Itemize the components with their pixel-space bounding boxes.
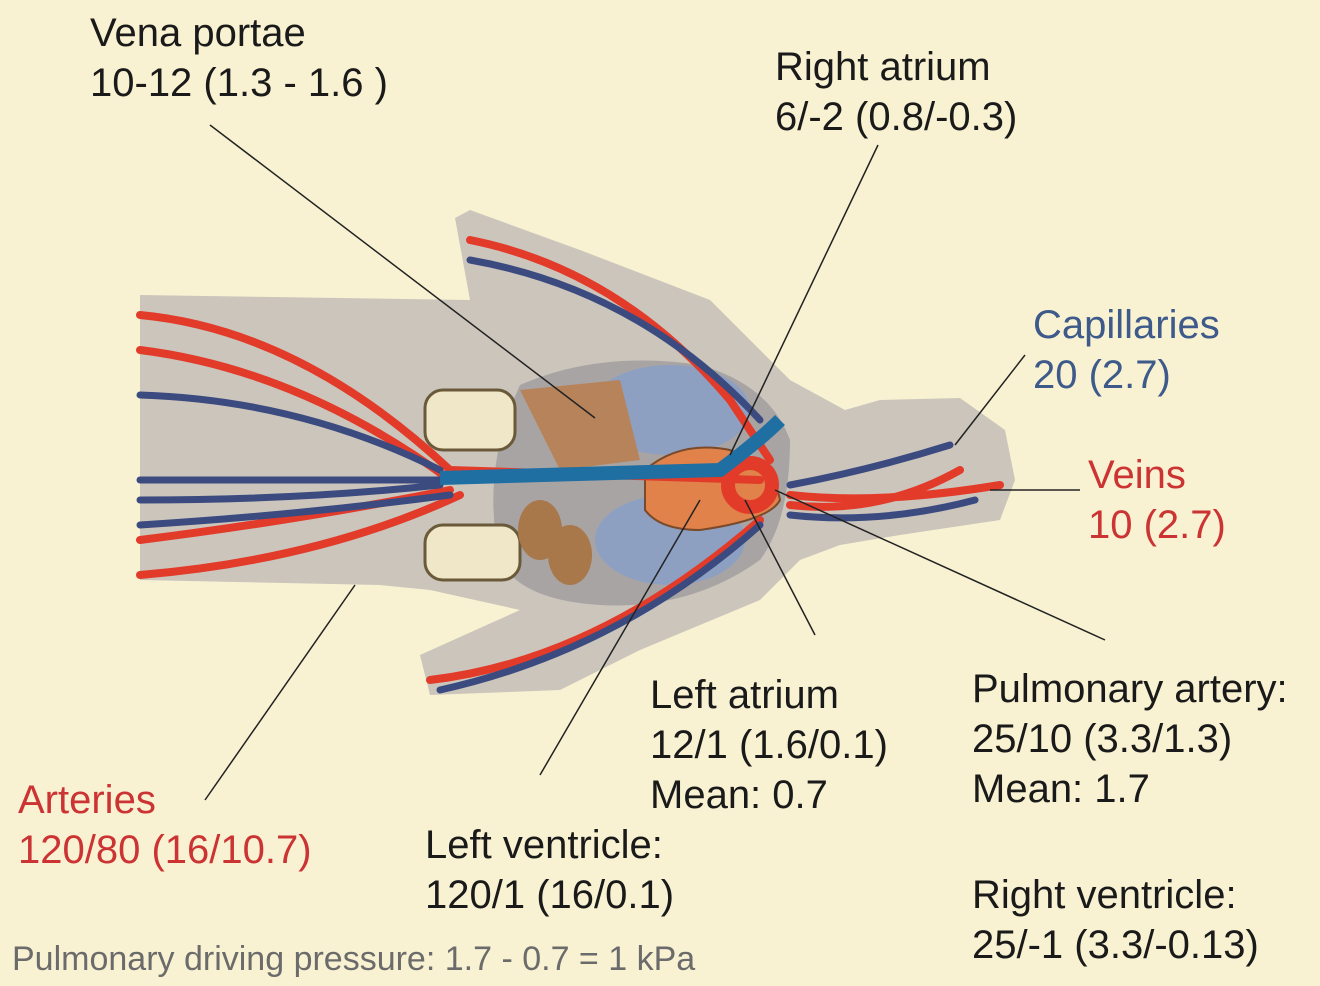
right-ventricle-value: 25/-1 (3.3/-0.13) [972,920,1259,970]
pulmonary-artery-value: 25/10 (3.3/1.3) [972,714,1288,764]
left-atrium-name: Left atrium [650,670,888,720]
label-right-ventricle: Right ventricle: 25/-1 (3.3/-0.13) [972,870,1259,970]
kidney-right [548,525,592,585]
pulmonary-driving-pressure-note: Pulmonary driving pressure: 1.7 - 0.7 = … [12,940,695,979]
capillaries-value: 20 (2.7) [1033,350,1220,400]
intestine-lower [425,525,520,580]
label-arteries: Arteries 120/80 (16/10.7) [18,775,312,875]
label-pulmonary-artery: Pulmonary artery: 25/10 (3.3/1.3) Mean: … [972,664,1288,814]
label-capillaries: Capillaries 20 (2.7) [1033,300,1220,400]
veins-value: 10 (2.7) [1088,500,1226,550]
right-atrium-value: 6/-2 (0.8/-0.3) [775,92,1017,142]
veins-name: Veins [1088,450,1226,500]
left-ventricle-value: 120/1 (16/0.1) [425,870,674,920]
left-ventricle-name: Left ventricle: [425,820,674,870]
leader-arteries [205,585,355,800]
capillaries-name: Capillaries [1033,300,1220,350]
label-left-ventricle: Left ventricle: 120/1 (16/0.1) [425,820,674,920]
left-atrium-mean: Mean: 0.7 [650,770,888,820]
intestine-upper [425,390,515,450]
label-left-atrium: Left atrium 12/1 (1.6/0.1) Mean: 0.7 [650,670,888,820]
left-atrium-value: 12/1 (1.6/0.1) [650,720,888,770]
right-atrium-name: Right atrium [775,42,1017,92]
label-right-atrium: Right atrium 6/-2 (0.8/-0.3) [775,42,1017,142]
label-vena-portae: Vena portae 10-12 (1.3 - 1.6 ) [90,8,388,108]
right-ventricle-name: Right ventricle: [972,870,1259,920]
pulmonary-artery-name: Pulmonary artery: [972,664,1288,714]
vena-portae-name: Vena portae [90,8,388,58]
vena-portae-value: 10-12 (1.3 - 1.6 ) [90,58,388,108]
pulmonary-artery-mean: Mean: 1.7 [972,764,1288,814]
arteries-value: 120/80 (16/10.7) [18,825,312,875]
arteries-name: Arteries [18,775,312,825]
label-veins: Veins 10 (2.7) [1088,450,1226,550]
